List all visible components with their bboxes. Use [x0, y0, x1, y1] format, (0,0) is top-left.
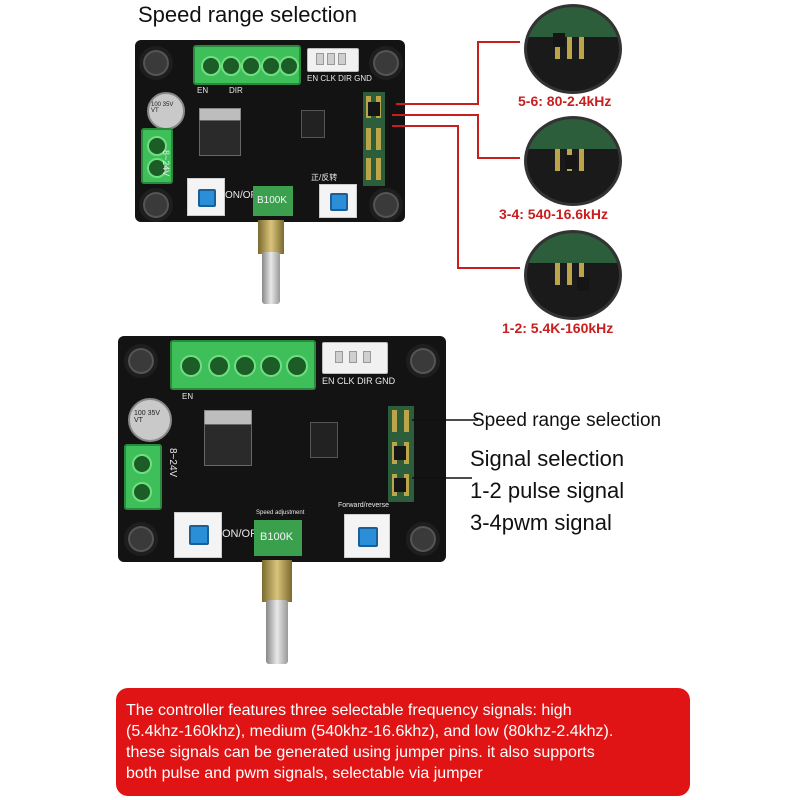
signal-connector — [307, 48, 359, 72]
direction-label: Forward/reverse — [338, 502, 389, 509]
power-terminal-block — [170, 340, 316, 390]
silk-dir: DIR — [229, 86, 243, 95]
pot-shaft — [262, 252, 280, 304]
power-input-terminal — [141, 128, 173, 184]
bottom-leader-lines — [412, 419, 478, 479]
silk-en: EN — [197, 86, 209, 95]
range-label-medium: 3-4: 540-16.6kHz — [499, 206, 608, 222]
pin-label-clk: CLK — [320, 74, 336, 83]
direction-button — [319, 184, 357, 218]
voltage-regulator — [204, 424, 252, 466]
onoff-button — [187, 178, 225, 216]
cap-label: 100 35V VT — [134, 410, 161, 424]
mount-hole — [406, 522, 440, 556]
electrolytic-capacitor: 100 35V VT — [147, 92, 185, 130]
signal-connector — [322, 342, 388, 374]
range-leader-lines — [392, 41, 520, 269]
annotation-speed-range: Speed range selection — [472, 410, 662, 431]
pot-nut — [262, 560, 292, 602]
power-input-terminal — [124, 444, 162, 510]
power-terminal-block — [193, 45, 301, 85]
top-title: Speed range selection — [138, 2, 357, 27]
jumper-header — [363, 92, 385, 186]
onoff-label: ON/OFF — [222, 528, 264, 540]
annotation-signal-title: Signal selection — [470, 446, 625, 471]
top-board-image: EN CLK DIR GND EN DIR 100 35V VT 8~24V O… — [135, 40, 405, 222]
description-box: The controller features three selectable… — [116, 688, 690, 796]
range-label-high: 1-2: 5.4K-160kHz — [502, 320, 614, 336]
bottom-board-image: EN CLK DIR GND EN 100 35V VT 8~24V ON/OF… — [118, 336, 446, 562]
mount-hole — [139, 46, 173, 80]
voltage-regulator — [199, 120, 241, 156]
pin-label-gnd: GND — [354, 74, 372, 83]
ic-chip — [310, 422, 338, 458]
annotation-pulse: 1-2 pulse signal — [470, 478, 625, 503]
jumper-header — [388, 406, 414, 502]
pin-label-dir: DIR — [357, 376, 373, 386]
silk-en: EN — [182, 392, 194, 401]
jumper-photo-high — [524, 230, 622, 320]
direction-label: 正/反转 — [311, 173, 338, 182]
pot-label: B100K — [257, 195, 288, 206]
direction-button — [344, 514, 390, 558]
description-text: The controller features three selectable… — [126, 702, 614, 782]
pot-nut — [258, 220, 284, 254]
onoff-button — [174, 512, 222, 558]
pot-shaft — [266, 600, 288, 664]
mount-hole — [139, 188, 173, 222]
jumper-photo-low — [524, 4, 622, 94]
annotation-pwm: 3-4pwm signal — [470, 510, 612, 535]
mount-hole — [369, 188, 403, 222]
pin-label-en: EN — [307, 74, 319, 83]
jumper-photo-medium — [524, 116, 622, 206]
electrolytic-capacitor: 100 35V VT — [128, 398, 172, 442]
speed-adjust-label: Speed adjustment — [256, 510, 305, 516]
cap-label: 100 35V VT — [151, 102, 174, 114]
pin-label-dir: DIR — [338, 74, 352, 83]
mount-hole — [124, 522, 158, 556]
ic-chip — [301, 110, 325, 138]
range-label-low: 5-6: 80-2.4kHz — [518, 93, 612, 109]
speed-potentiometer: B100K — [253, 186, 293, 216]
mount-hole — [124, 344, 158, 378]
pin-label-gnd: GND — [375, 376, 396, 386]
pin-label-en: EN — [322, 376, 335, 386]
pin-label-clk: CLK — [337, 376, 355, 386]
pot-label: B100K — [260, 531, 294, 543]
speed-potentiometer: B100K — [254, 520, 302, 556]
mount-hole — [406, 344, 440, 378]
onoff-label: ON/OFF — [225, 190, 263, 201]
mount-hole — [369, 46, 403, 80]
